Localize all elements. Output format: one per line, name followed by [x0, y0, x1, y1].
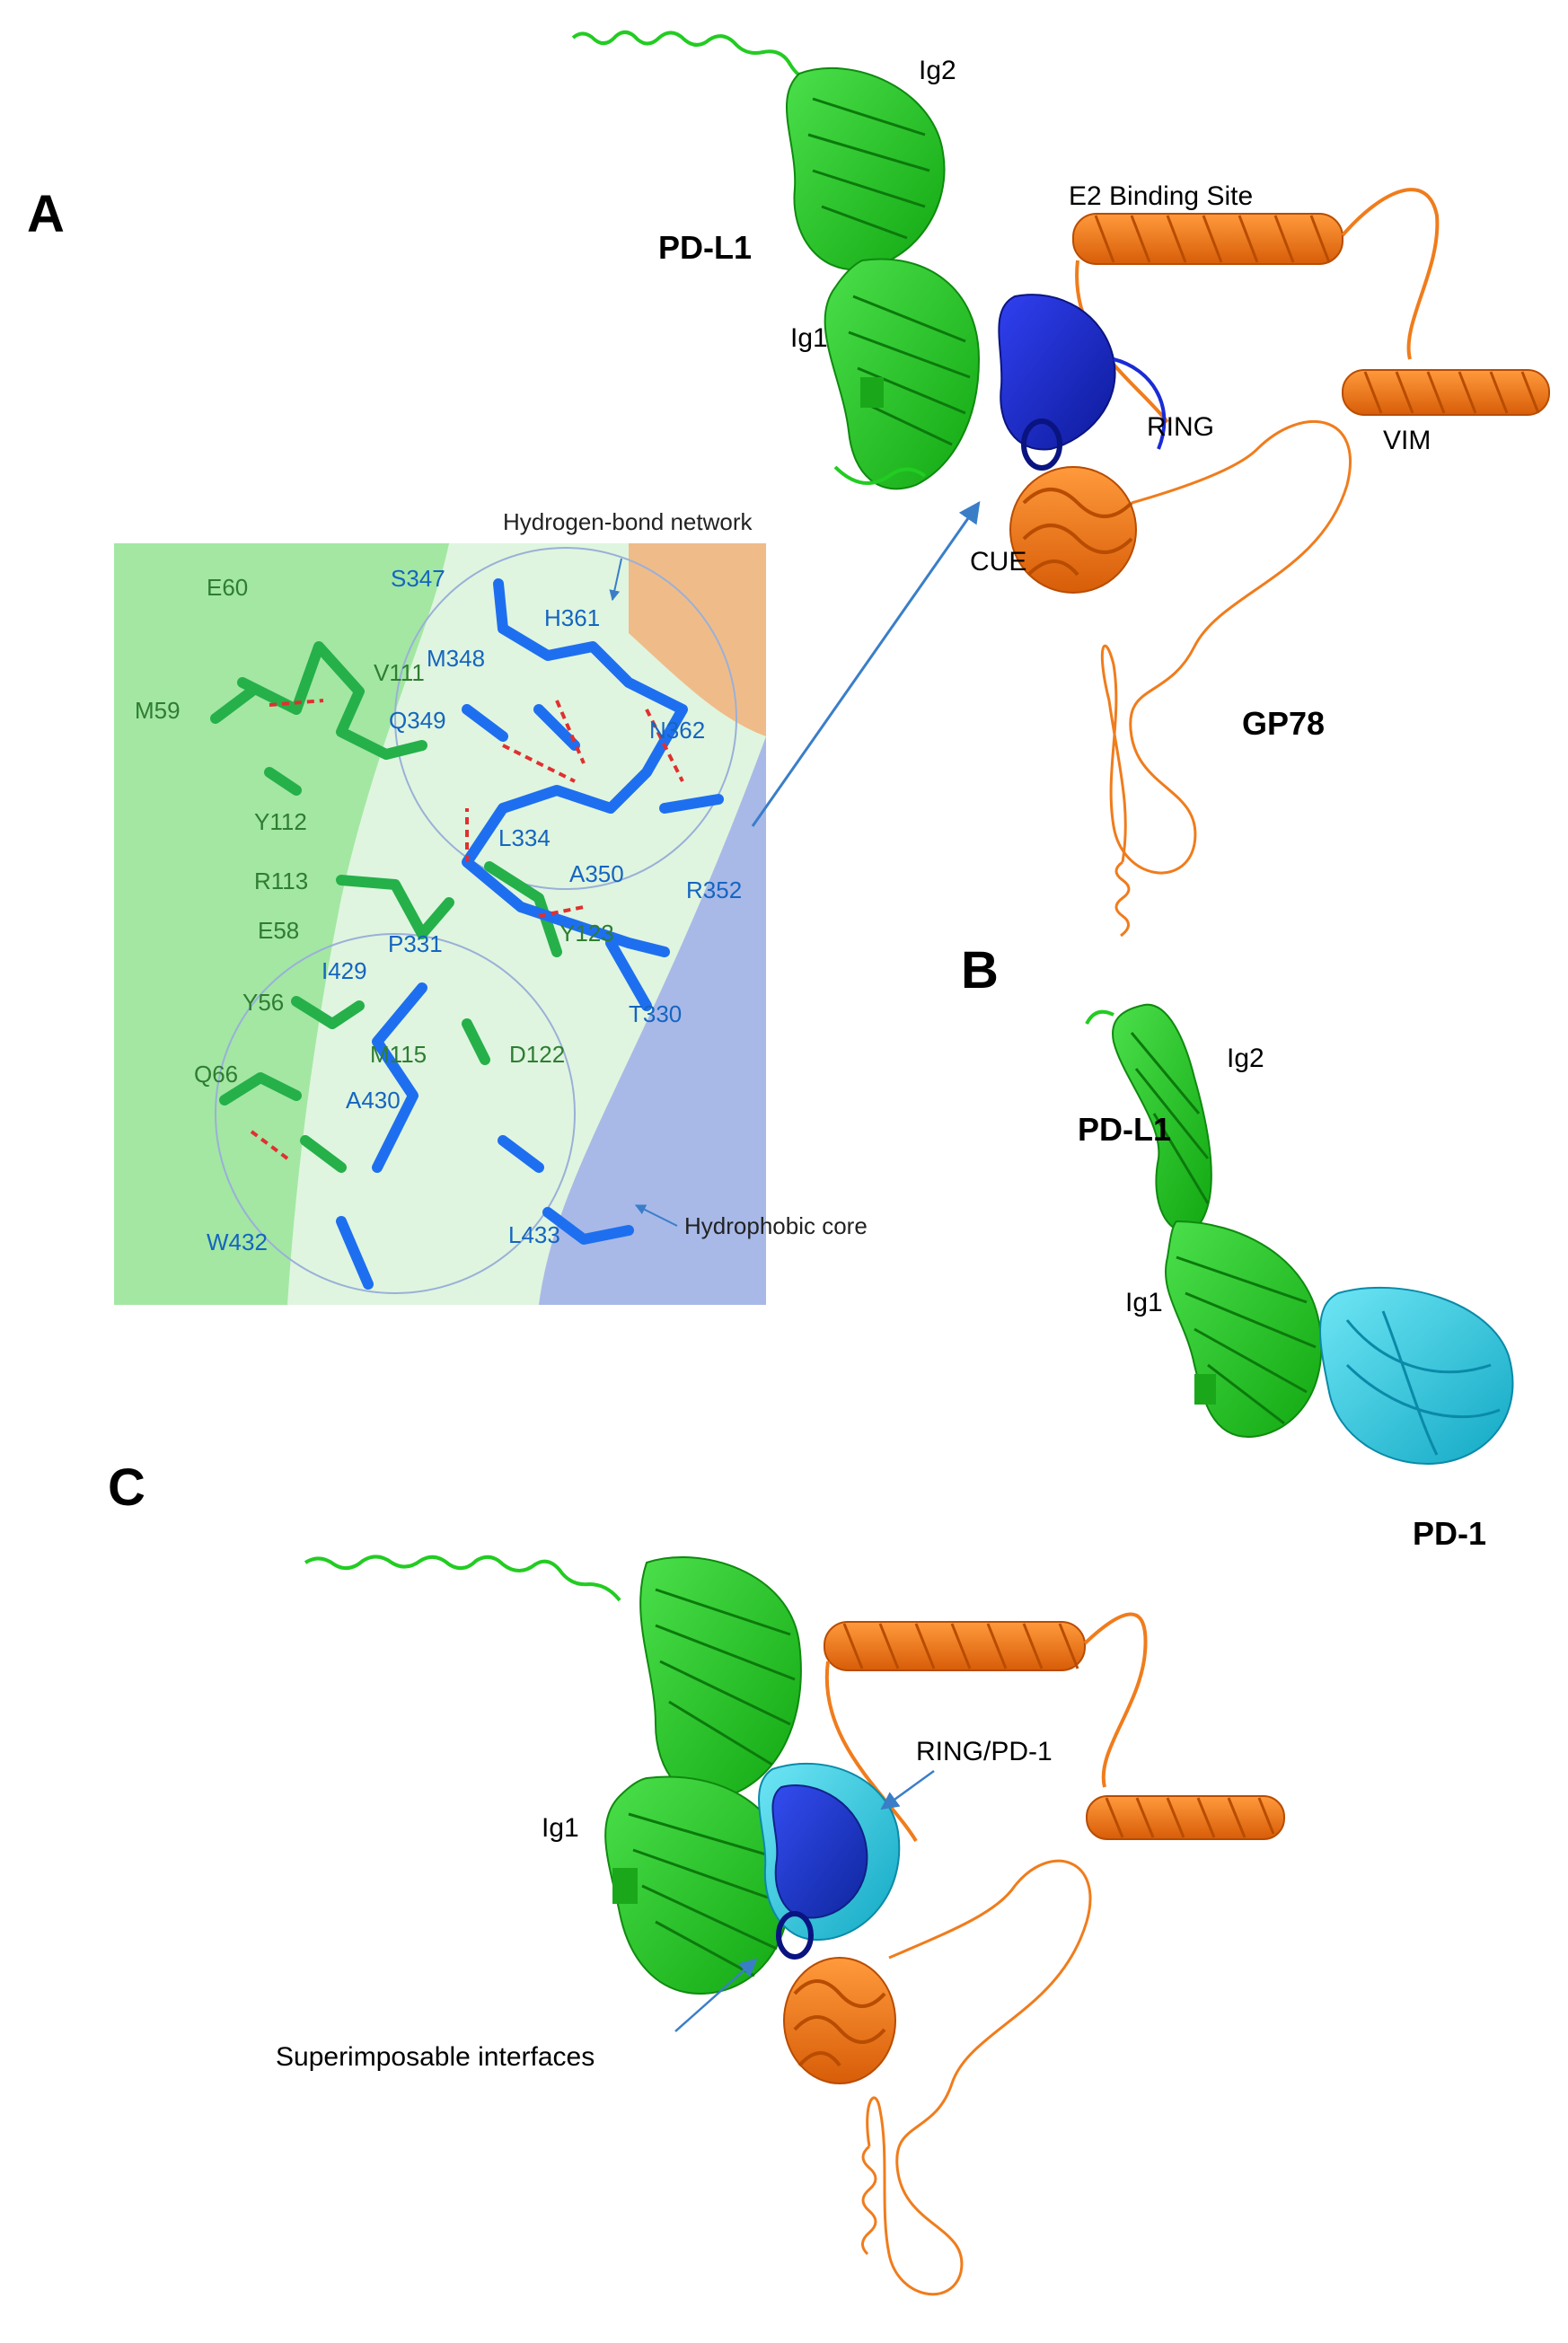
label-hydrophobic-core: Hydrophobic core [684, 1212, 868, 1239]
label-ig1-a: Ig1 [790, 323, 828, 353]
panel-label-b: B [961, 941, 999, 1000]
residue-label-blue: A430 [346, 1087, 401, 1114]
arrow-hbond [609, 558, 622, 602]
residue-label-green: Q66 [194, 1061, 238, 1088]
residue-label-green: R113 [254, 868, 308, 894]
gp78-vim-helix-c [1086, 1795, 1285, 1840]
residue-label-blue: P331 [388, 930, 443, 957]
residue-label-blue: A350 [569, 860, 624, 887]
residue-label-blue: S347 [391, 565, 445, 592]
residue-label-green: Y56 [242, 989, 284, 1016]
arrow-superimposable [674, 1958, 758, 2032]
residue-label-green: M115 [370, 1041, 427, 1068]
residue-label-blue: M348 [427, 645, 485, 672]
pdl1-tail-coil-c [304, 1555, 621, 1602]
cue-domain-c [783, 1957, 896, 2084]
residue-label-blue: R352 [686, 876, 742, 903]
residue-label-green: M59 [135, 697, 181, 724]
ring-domain-a [998, 294, 1167, 471]
residue-label-blue: T330 [629, 1000, 682, 1027]
label-ring: RING [1147, 412, 1214, 442]
residue-label-blue: I429 [322, 957, 367, 984]
label-ig1-b: Ig1 [1125, 1288, 1163, 1317]
label-pd1: PD-1 [1413, 1515, 1486, 1552]
panel-label-c: C [108, 1458, 145, 1517]
label-pdl1-a: PD-L1 [658, 229, 752, 266]
arrow-hydrophobic [634, 1204, 678, 1227]
arrow-inset-to-structure [751, 501, 981, 827]
pdl1-ig2-domain-b [1085, 1003, 1212, 1233]
label-ring-pd1: RING/PD-1 [916, 1737, 1053, 1766]
gp78-vim-helix [1342, 369, 1550, 416]
pdl1-ig1-domain-b [1165, 1220, 1323, 1439]
residue-label-green: E58 [258, 917, 299, 944]
gp78-coil-c [866, 1859, 1092, 2296]
label-superimposable-interfaces: Superimposable interfaces [276, 2042, 595, 2072]
label-ig2-b: Ig2 [1227, 1044, 1264, 1073]
gp78-e2-helix [1072, 188, 1440, 424]
label-e2-binding-site: E2 Binding Site [1069, 181, 1253, 211]
label-ig2-a: Ig2 [919, 56, 956, 85]
pd1-domain-b [1319, 1286, 1514, 1466]
pdl1-ig1-domain-a [824, 258, 981, 490]
gp78-tail-coil-c [861, 2145, 877, 2256]
pdl1-ig2-domain-c [639, 1556, 802, 1800]
residue-label-blue: Q349 [389, 707, 446, 734]
interface-inset [114, 543, 766, 1305]
pdl1-tail-coil-a [571, 30, 813, 83]
residue-label-blue: L433 [508, 1221, 560, 1248]
gp78-tail-coil-a [1114, 860, 1131, 938]
residue-label-blue: L334 [498, 824, 551, 851]
residue-label-green: D122 [509, 1041, 565, 1068]
label-vim: VIM [1383, 426, 1431, 455]
label-cue: CUE [970, 547, 1026, 577]
pdl1-ig2-domain-a [786, 66, 946, 271]
residue-label-blue: W432 [207, 1229, 268, 1255]
panel-label-a: A [27, 185, 65, 243]
arrow-ring-pd1 [880, 1769, 935, 1810]
label-gp78: GP78 [1242, 705, 1325, 742]
residue-label-green: V111 [374, 659, 425, 686]
ring-pd1-overlay-c [758, 1762, 901, 1960]
label-pdl1-b: PD-L1 [1078, 1111, 1171, 1148]
residue-label-green: Y112 [254, 808, 307, 835]
label-ig1-c: Ig1 [542, 1813, 579, 1843]
label-hbond-network: Hydrogen-bond network [503, 508, 753, 535]
residue-label-green: E60 [207, 574, 248, 601]
cue-domain-a [1009, 466, 1137, 594]
residue-label-blue: N362 [649, 717, 705, 744]
residue-label-green: Y123 [559, 920, 614, 947]
gp78-e2-helix-c [824, 1612, 1148, 1843]
gp78-coil-a [1100, 419, 1352, 875]
residue-label-blue: H361 [544, 604, 600, 631]
